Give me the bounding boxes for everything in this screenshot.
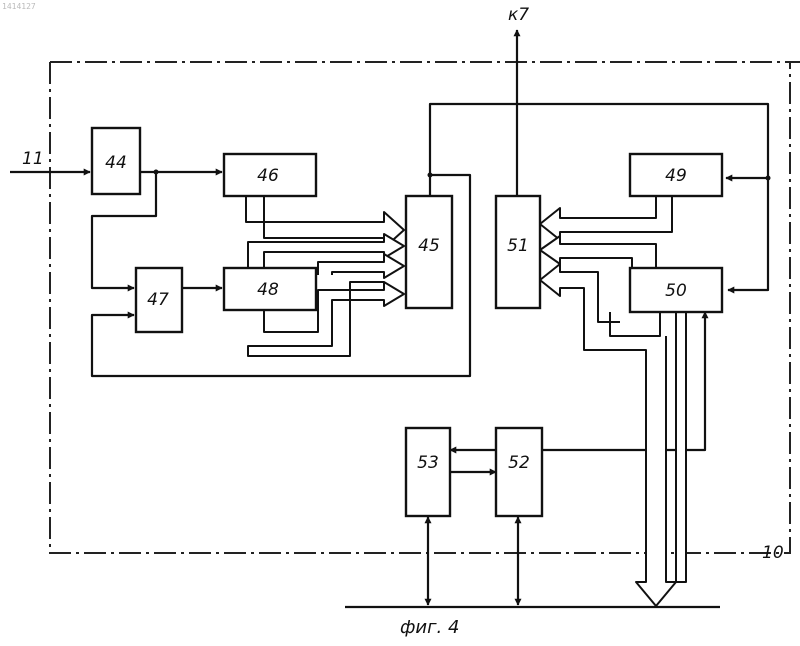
block-51: 51 xyxy=(496,196,540,308)
junction-45 xyxy=(428,173,433,178)
bus-46-45 xyxy=(246,196,404,248)
output-label: к7 xyxy=(508,5,529,25)
svg-text:51: 51 xyxy=(507,236,529,256)
svg-text:47: 47 xyxy=(147,290,169,310)
svg-text:49: 49 xyxy=(665,166,687,186)
input-label: 11 xyxy=(22,149,44,169)
svg-text:53: 53 xyxy=(417,453,439,473)
block-50: 50 xyxy=(630,268,722,312)
block-49: 49 xyxy=(630,154,722,196)
figure-caption: фиг. 4 xyxy=(400,617,459,638)
bus-50-51-lower xyxy=(540,264,676,606)
svg-text:48: 48 xyxy=(257,280,279,300)
block-45: 45 xyxy=(406,196,452,308)
block-46: 46 xyxy=(224,154,316,196)
svg-text:44: 44 xyxy=(105,153,127,173)
svg-text:46: 46 xyxy=(257,166,279,186)
bus-49-51 xyxy=(540,196,672,240)
junction-49 xyxy=(766,176,771,181)
block-48: 48 xyxy=(224,268,316,310)
svg-text:52: 52 xyxy=(508,453,530,473)
svg-text:45: 45 xyxy=(418,236,440,256)
bus-48-45-mid xyxy=(318,254,404,278)
bus-50-system xyxy=(676,312,686,582)
block-47: 47 xyxy=(136,268,182,332)
svg-text:50: 50 xyxy=(665,281,687,301)
corner-text: 1414127 xyxy=(2,2,36,11)
frame-label: 10 xyxy=(762,543,784,563)
block-53: 53 xyxy=(406,428,450,516)
bus-50-51-upper xyxy=(540,236,656,268)
block-52: 52 xyxy=(496,428,542,516)
block-44: 44 xyxy=(92,128,140,194)
